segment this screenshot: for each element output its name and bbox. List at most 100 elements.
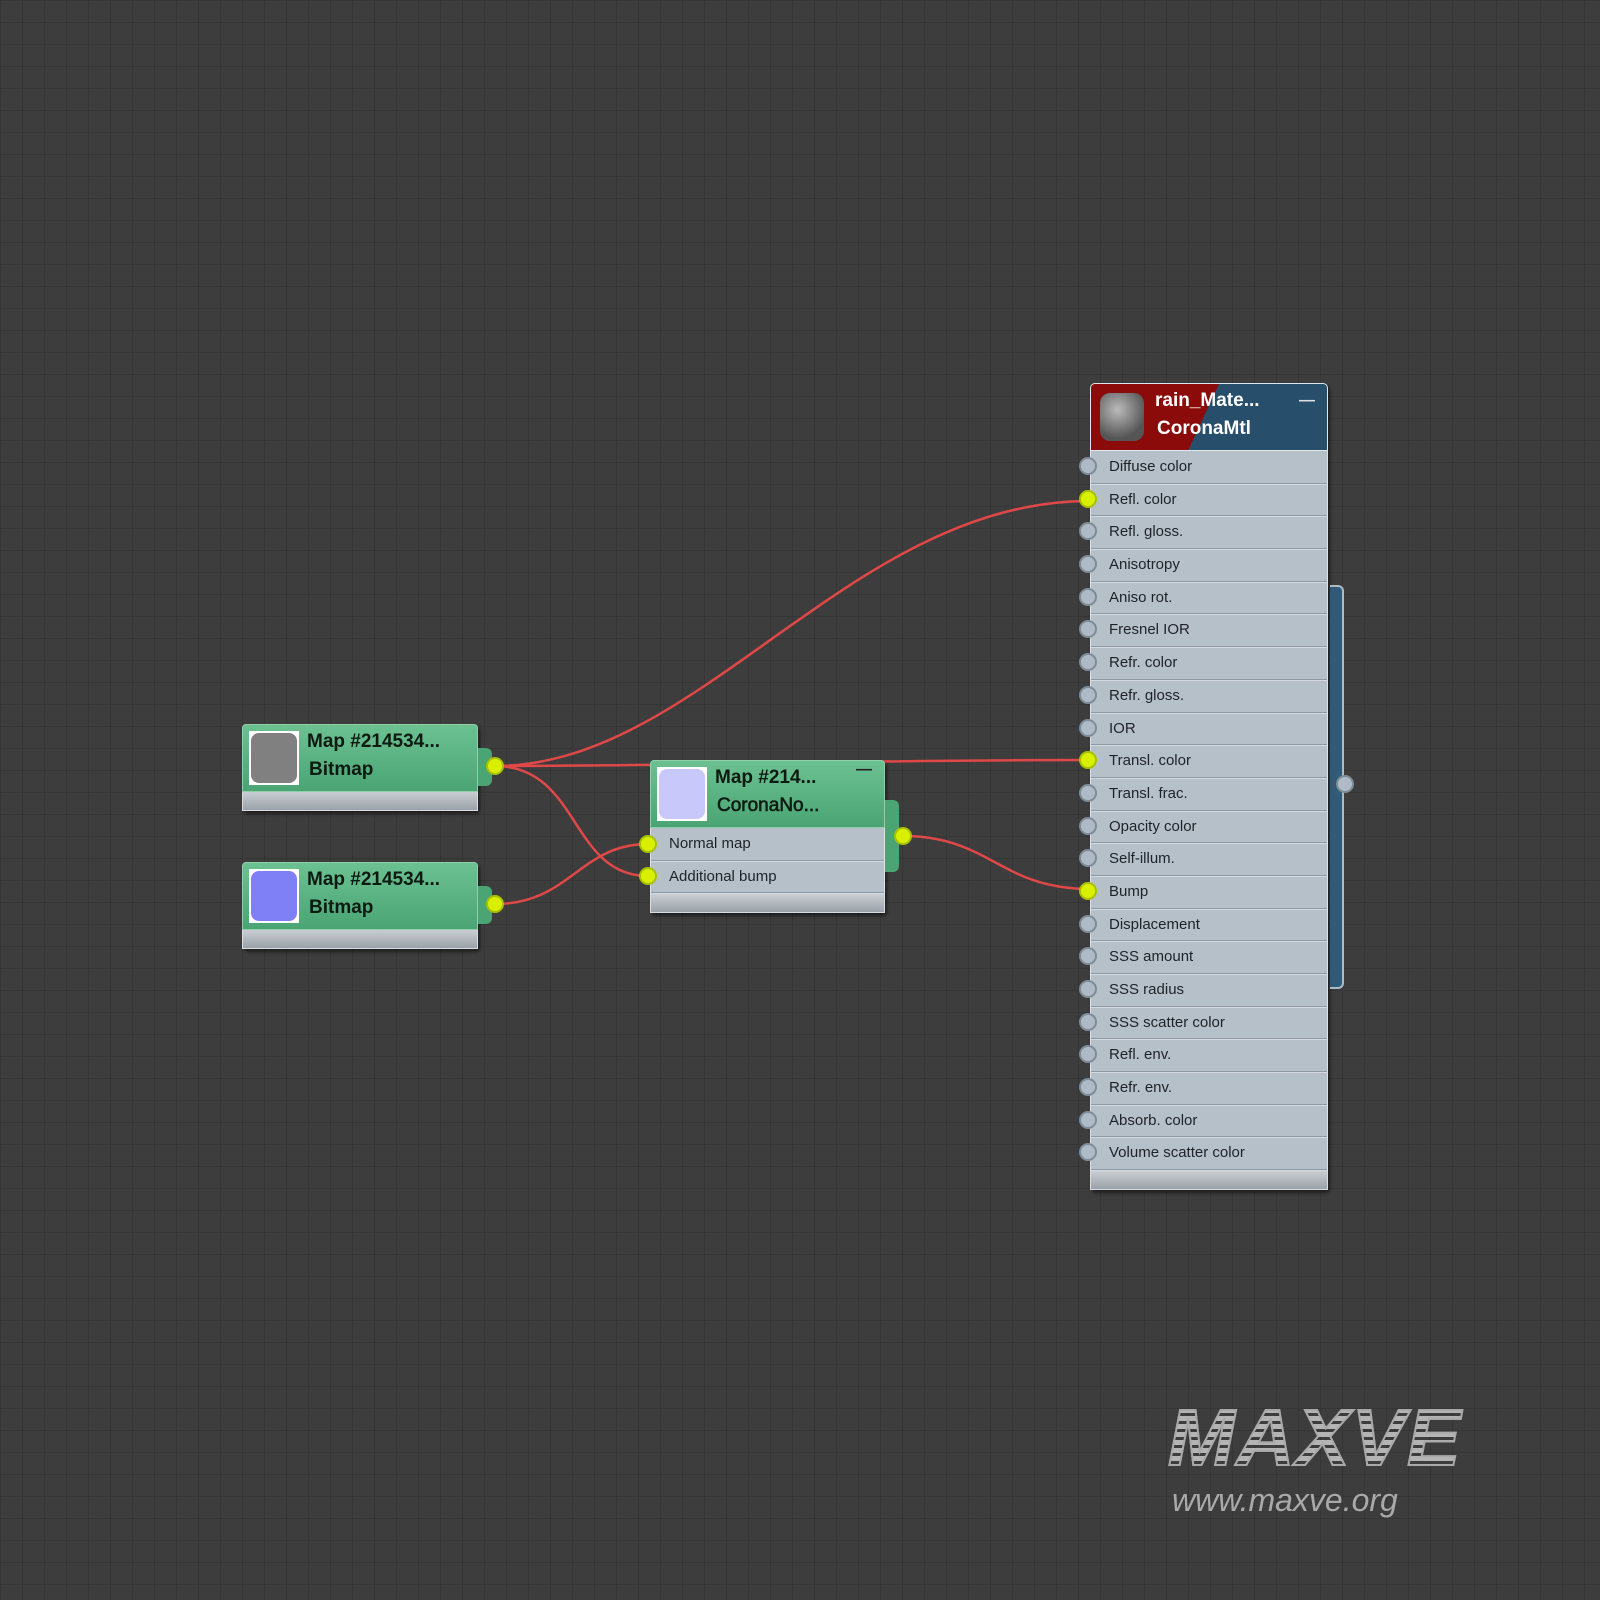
bitmap-node-1[interactable]: Map #214534... Bitmap — [242, 724, 504, 811]
input-socket[interactable] — [1079, 685, 1097, 704]
node-footer — [1090, 1171, 1328, 1191]
input-socket[interactable] — [1079, 1078, 1097, 1097]
material-preview — [1097, 390, 1147, 444]
corona-normal-node[interactable]: Map #214... CoronaNo... — Normal map Add… — [639, 760, 912, 914]
slot-label: Refr. gloss. — [1109, 686, 1185, 704]
slot-label: Displacement — [1109, 915, 1200, 933]
minimize-button[interactable]: — — [1299, 392, 1315, 409]
input-socket[interactable] — [1079, 980, 1097, 998]
slot-label: Aniso rot. — [1109, 588, 1173, 606]
input-socket-additional-bump[interactable] — [639, 867, 657, 885]
input-list: Normal map Additional bump — [650, 828, 885, 895]
input-socket[interactable] — [1079, 522, 1097, 541]
output-socket[interactable] — [486, 895, 504, 913]
node-header[interactable]: Map #214534... Bitmap — [242, 862, 478, 930]
slot-label: Refr. color — [1109, 654, 1178, 672]
slot-refr-env[interactable]: Refr. env. — [1079, 1072, 1327, 1105]
slot-label: Refl. color — [1109, 490, 1177, 508]
slot-self-illum[interactable]: Self-illum. — [1079, 843, 1327, 876]
slot-label: Self-illum. — [1109, 850, 1175, 868]
slot-refr-gloss[interactable]: Refr. gloss. — [1079, 680, 1327, 713]
output-tab — [478, 748, 492, 786]
slot-aniso-rot[interactable]: Aniso rot. — [1079, 582, 1327, 615]
input-socket[interactable] — [1079, 587, 1097, 606]
input-socket[interactable] — [1079, 751, 1097, 770]
input-socket[interactable] — [1079, 947, 1097, 966]
slot-label: SSS amount — [1109, 948, 1194, 966]
output-tab — [478, 886, 492, 924]
output-socket[interactable] — [1336, 775, 1354, 793]
slot-sss-radius[interactable]: SSS radius — [1079, 974, 1327, 1007]
node-title: Map #214534... — [307, 731, 441, 752]
node-header[interactable]: rain_Mate... CoronaMtl — — [1090, 383, 1328, 451]
slot-diffuse-color[interactable]: Diffuse color — [1079, 451, 1327, 484]
wire-bitmap1-additional-bump — [494, 764, 649, 878]
slot-label: Volume scatter color — [1109, 1144, 1245, 1162]
slot-transl-frac[interactable]: Transl. frac. — [1079, 778, 1327, 811]
slot-label: Fresnel IOR — [1109, 621, 1190, 639]
input-socket[interactable] — [1079, 555, 1097, 574]
input-socket[interactable] — [1079, 849, 1097, 868]
node-title: Map #214... — [715, 767, 817, 788]
slot-absorb-color[interactable]: Absorb. color — [1079, 1105, 1327, 1138]
node-header[interactable]: Map #214534... Bitmap — [242, 724, 478, 792]
output-socket[interactable] — [486, 757, 504, 775]
input-socket-normal-map[interactable] — [639, 835, 657, 853]
slot-refl-gloss[interactable]: Refl. gloss. — [1079, 516, 1327, 550]
slot-label: Refl. env. — [1109, 1046, 1172, 1064]
bitmap-node-2[interactable]: Map #214534... Bitmap — [242, 862, 504, 949]
slot-label: Refr. env. — [1109, 1079, 1173, 1097]
thumbnail — [657, 767, 707, 821]
slot-sss-scatter-color[interactable]: SSS scatter color — [1079, 1007, 1327, 1040]
slot-displacement[interactable]: Displacement — [1079, 909, 1327, 942]
input-socket[interactable] — [1079, 1110, 1097, 1129]
input-socket[interactable] — [1079, 653, 1097, 672]
input-socket[interactable] — [1079, 718, 1097, 737]
slot-ior[interactable]: IOR — [1079, 713, 1327, 746]
node-type: Bitmap — [309, 897, 374, 918]
slot-label: Opacity color — [1109, 817, 1197, 835]
slot-label: SSS radius — [1109, 981, 1185, 998]
input-socket[interactable] — [1079, 1045, 1097, 1064]
node-type: Bitmap — [309, 759, 374, 780]
slot-refr-color[interactable]: Refr. color — [1079, 647, 1327, 680]
watermark-logo: MAXVE — [1167, 1392, 1463, 1483]
slot-label: Transl. frac. — [1109, 784, 1188, 802]
node-header[interactable]: Map #214... CoronaNo... — — [650, 760, 885, 828]
input-socket[interactable] — [1079, 783, 1097, 802]
slot-refl-env[interactable]: Refl. env. — [1079, 1039, 1327, 1073]
slot-refl-color[interactable]: Refl. color — [1079, 484, 1327, 517]
thumbnail — [249, 731, 299, 785]
output-socket[interactable] — [894, 827, 912, 845]
slot-label: Anisotropy — [1109, 556, 1180, 574]
slot-volume-scatter-color[interactable]: Volume scatter color — [1079, 1137, 1327, 1171]
output-tab — [885, 800, 899, 872]
slot-anisotropy[interactable]: Anisotropy — [1079, 549, 1327, 582]
input-socket[interactable] — [1079, 457, 1097, 475]
input-socket[interactable] — [1079, 620, 1097, 639]
input-socket[interactable] — [1079, 881, 1097, 900]
input-socket[interactable] — [1079, 816, 1097, 835]
input-socket[interactable] — [1079, 914, 1097, 933]
slot-bump[interactable]: Bump — [1079, 876, 1327, 909]
input-normal-map[interactable]: Normal map — [651, 828, 884, 861]
node-footer — [650, 894, 885, 914]
node-footer — [242, 930, 478, 949]
input-socket[interactable] — [1079, 1143, 1097, 1162]
slot-transl-color[interactable]: Transl. color — [1079, 745, 1327, 778]
slot-fresnel-ior[interactable]: Fresnel IOR — [1079, 614, 1327, 648]
minimize-button[interactable]: — — [856, 761, 872, 778]
slot-opacity-color[interactable]: Opacity color — [1079, 811, 1327, 844]
input-additional-bump[interactable]: Additional bump — [651, 861, 884, 894]
input-label: Additional bump — [669, 867, 777, 885]
node-type: CoronaMtl — [1157, 418, 1251, 439]
slot-sss-amount[interactable]: SSS amount — [1079, 941, 1327, 974]
wire-bitmap1-refl-color — [494, 499, 1091, 768]
node-footer — [242, 792, 478, 811]
input-socket[interactable] — [1079, 1012, 1097, 1031]
slot-label: Refl. gloss. — [1109, 523, 1184, 541]
input-socket[interactable] — [1079, 489, 1097, 508]
